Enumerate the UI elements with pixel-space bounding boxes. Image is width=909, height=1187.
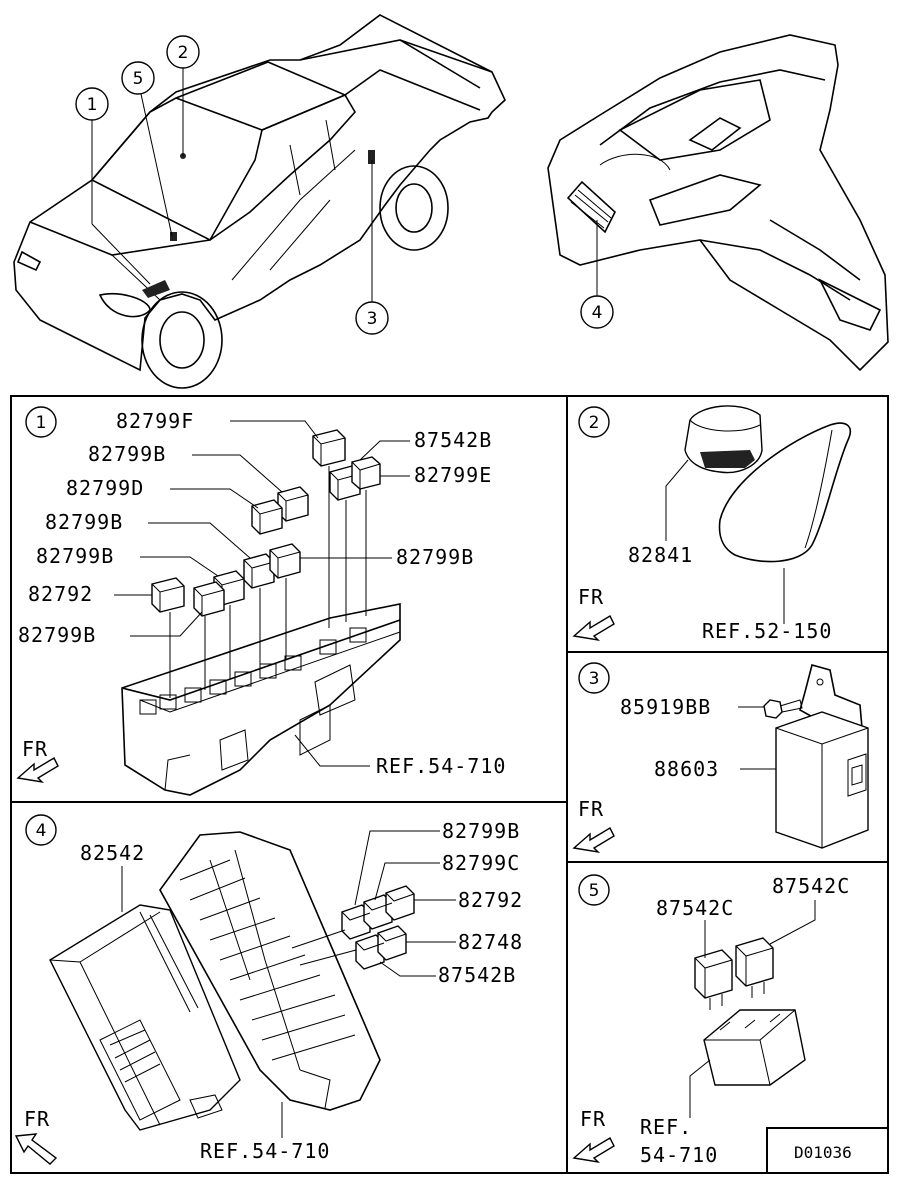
callout-3-label: 3 xyxy=(367,309,378,329)
p5-fr-arrow-icon xyxy=(572,1137,615,1164)
panel-3-index: 3 xyxy=(589,669,600,689)
p4-label-82799B: 82799B xyxy=(442,819,520,843)
p4-label-82748: 82748 xyxy=(458,930,523,954)
p2-part-82841: 82841 xyxy=(628,543,693,567)
p1-fr-arrow-icon xyxy=(16,757,59,784)
p1-label-82799B-3: 82799B xyxy=(36,544,114,568)
panel-1: 1 xyxy=(16,406,506,796)
p4-part-82542: 82542 xyxy=(80,841,145,865)
p1-label-82799F: 82799F xyxy=(116,409,194,433)
relay-82799B-b xyxy=(243,553,275,589)
callout-2-label: 2 xyxy=(178,43,189,63)
p4-relays xyxy=(341,885,415,970)
p3-fr-label: FR xyxy=(578,797,604,821)
p3-fr-arrow-icon xyxy=(572,827,615,854)
overview-callouts: 1 2 3 4 5 xyxy=(75,35,614,335)
panel-2-index: 2 xyxy=(589,413,600,433)
p4-fr-label: FR xyxy=(24,1107,50,1131)
relay-82799D xyxy=(251,499,283,535)
figure-code: D01036 xyxy=(794,1143,852,1162)
callout-4-label: 4 xyxy=(592,303,603,323)
relay-82799B-a xyxy=(277,486,309,522)
p3-part-88603: 88603 xyxy=(654,757,719,781)
callout-4 xyxy=(580,295,614,329)
panel-3: 3 85919BB 88603 FR xyxy=(572,662,869,854)
panel-5: 5 87542C 87542C REF. 54-710 FR xyxy=(572,874,850,1167)
callout-5 xyxy=(121,61,155,95)
p1-label-87542B: 87542B xyxy=(414,428,492,452)
p5-label-87542C-2: 87542C xyxy=(772,874,850,898)
panel-4-index: 4 xyxy=(36,821,47,841)
panel-4: 4 82542 82799B xyxy=(14,814,523,1165)
p2-ref: REF.52-150 xyxy=(702,619,832,643)
p2-fr-arrow-icon xyxy=(572,615,615,642)
p1-label-82799D: 82799D xyxy=(66,476,144,500)
p4-label-87542B: 87542B xyxy=(438,963,516,987)
p2-fr-label: FR xyxy=(578,585,604,609)
dashboard-illustration xyxy=(547,34,889,372)
p1-label-82799E: 82799E xyxy=(414,463,492,487)
panel-5-index: 5 xyxy=(589,881,600,901)
p5-ref-line2: 54-710 xyxy=(640,1143,718,1167)
panel-1-index: 1 xyxy=(36,413,47,433)
relay-82799E xyxy=(351,456,381,490)
panel-2: 2 82841 REF.52-150 FR xyxy=(572,405,852,643)
p4-label-82792: 82792 xyxy=(458,888,523,912)
callout-1 xyxy=(75,87,109,121)
p1-label-82792: 82792 xyxy=(28,582,93,606)
p4-label-82799C: 82799C xyxy=(442,851,520,875)
p1-label-82799B-2: 82799B xyxy=(45,510,123,534)
p3-part-85919BB: 85919BB xyxy=(620,695,711,719)
relay-82792 xyxy=(151,577,185,613)
callout-3 xyxy=(355,301,389,335)
p5-label-87542C-1: 87542C xyxy=(656,896,734,920)
panel-frames xyxy=(10,395,889,1174)
callout-1-label: 1 xyxy=(87,95,98,115)
p5-ref-line1: REF. xyxy=(640,1115,692,1139)
p1-ref: REF.54-710 xyxy=(376,754,506,778)
p4-ref: REF.54-710 xyxy=(200,1139,330,1163)
p5-fr-label: FR xyxy=(580,1107,606,1131)
callout-5-label: 5 xyxy=(133,69,144,89)
p1-label-82799B-5: 82799B xyxy=(396,545,474,569)
truck-illustration xyxy=(13,14,506,389)
relay-82799B-e xyxy=(193,581,225,617)
p4-fr-arrow-icon xyxy=(14,1133,58,1165)
p1-fr-label: FR xyxy=(22,737,48,761)
p1-label-82799B-4: 82799B xyxy=(18,623,96,647)
p1-label-82799B-1: 82799B xyxy=(88,442,166,466)
relay-82799B-c xyxy=(269,543,301,579)
callout-2 xyxy=(166,35,200,69)
relay-82799F xyxy=(312,429,346,467)
